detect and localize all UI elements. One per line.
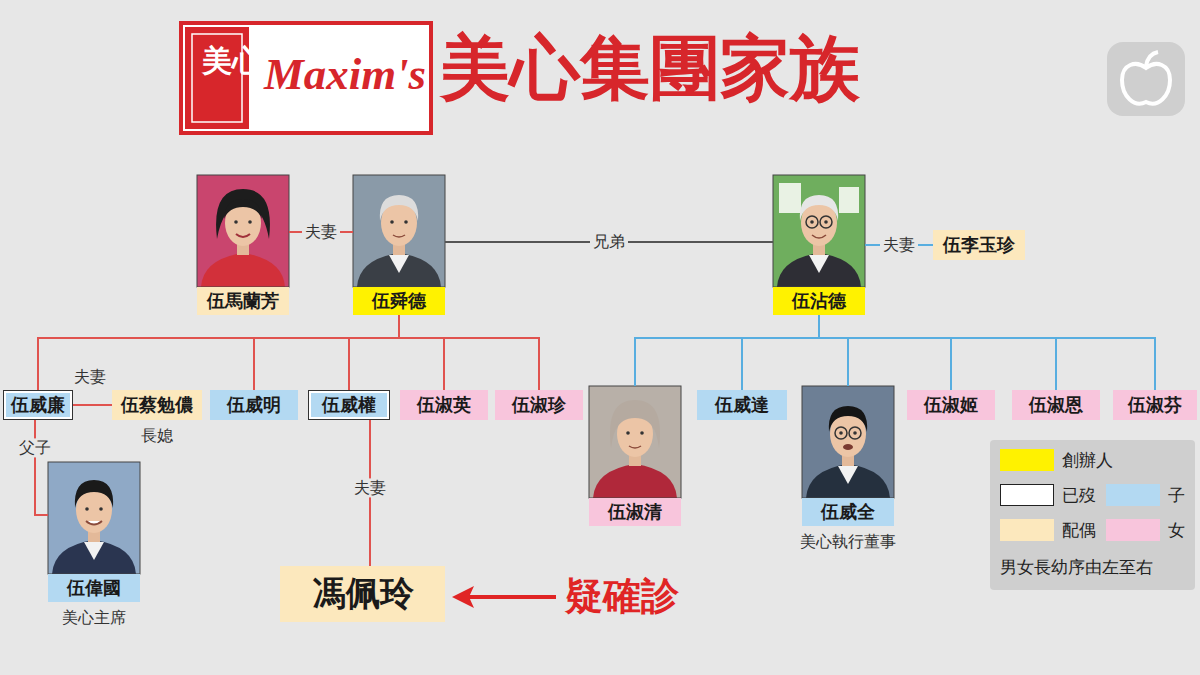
family-connector: [635, 315, 819, 386]
diagram-title: 美心集團家族: [440, 30, 860, 107]
person-name: 伍馬蘭芳: [207, 291, 279, 312]
person-box: 伍威權: [308, 390, 390, 420]
portrait-node: 伍淑清: [589, 386, 681, 526]
relation-label: 夫妻: [351, 478, 389, 497]
family-connector: [742, 315, 819, 390]
person-box: 伍淑姬: [907, 390, 995, 420]
logo-wordmark: Maxim's: [264, 50, 426, 99]
legend-swatch: [1000, 484, 1054, 506]
person-name: 馮佩玲: [312, 574, 414, 613]
person-name: 伍威明: [227, 395, 281, 416]
relation-label: 夫妻: [71, 367, 109, 386]
person-name: 伍淑芬: [1128, 395, 1182, 416]
name-band: 伍威全: [802, 498, 894, 526]
portrait-node: 伍舜德: [353, 175, 445, 315]
legend-text: 已歿: [1062, 485, 1096, 505]
person-box: 伍淑珍: [495, 390, 583, 420]
legend-text: 創辦人: [1062, 450, 1113, 470]
legend-text: 女: [1168, 520, 1185, 540]
relation-label: 夫妻: [880, 235, 918, 254]
family-connector: [254, 315, 399, 390]
person-name: 伍沾德: [792, 291, 846, 312]
person-name: 伍淑恩: [1029, 395, 1083, 416]
person-name: 伍威權: [322, 395, 376, 416]
person-name: 伍淑英: [417, 395, 471, 416]
person-name: 伍舜德: [372, 291, 426, 312]
family-connector: [38, 315, 399, 390]
person-name: 伍威廉: [11, 395, 65, 416]
person-name: 伍偉國: [67, 578, 121, 599]
portrait-photo: [589, 386, 681, 498]
person-name: 伍淑珍: [512, 395, 566, 416]
family-connector: [819, 315, 848, 386]
legend-text: 配偶: [1062, 520, 1096, 540]
legend-swatch: [1106, 484, 1160, 506]
person-box: 伍威達: [697, 390, 787, 420]
role-caption: 長媳: [141, 426, 173, 445]
legend-swatch: [1000, 449, 1054, 471]
legend-note: 男女長幼序由左至右: [1000, 557, 1153, 577]
person-box: 馮佩玲: [280, 566, 445, 622]
person-box: 伍威明: [210, 390, 298, 420]
legend-swatch: [1106, 519, 1160, 541]
name-band: 伍沾德: [773, 287, 865, 315]
portrait-photo: [773, 175, 865, 287]
portrait-photo: [197, 175, 289, 287]
person-box: 伍蔡勉儂長媳: [112, 390, 202, 420]
person-box: 伍淑英: [400, 390, 488, 420]
callout-note: 疑確診: [565, 575, 679, 619]
name-band: 伍淑清: [589, 498, 681, 526]
person-box: 伍淑恩: [1012, 390, 1100, 420]
role-caption: 美心主席: [62, 608, 126, 627]
person-name: 伍蔡勉儂: [121, 395, 193, 416]
name-band: 伍馬蘭芳: [197, 287, 289, 315]
family-connector: [349, 315, 399, 390]
portrait-photo: [802, 386, 894, 498]
person-name: 伍威達: [715, 395, 769, 416]
person-name: 伍李玉珍: [943, 235, 1015, 256]
family-connector: [819, 315, 951, 390]
person-name: 伍威全: [821, 502, 875, 523]
legend-text: 子: [1168, 485, 1185, 505]
portrait-photo: [353, 175, 445, 287]
person-box: 伍威廉: [3, 390, 73, 420]
family-connector: [819, 315, 1056, 390]
legend-panel: [990, 440, 1195, 590]
callout-arrow: [452, 586, 556, 608]
portrait-photo: [48, 462, 140, 574]
portrait-node: 伍沾德: [773, 175, 865, 315]
family-connector: [399, 315, 539, 390]
family-connector: [399, 315, 444, 390]
name-band: 伍偉國: [48, 574, 140, 602]
relation-label: 夫妻: [302, 222, 340, 241]
portrait-node: 伍馬蘭芳: [197, 175, 289, 315]
person-name: 伍淑姬: [924, 395, 978, 416]
person-name: 伍淑清: [608, 502, 662, 523]
name-band: 伍舜德: [353, 287, 445, 315]
family-connector: [73, 404, 112, 406]
legend-swatch: [1000, 519, 1054, 541]
person-box: 伍淑芬: [1113, 390, 1197, 420]
portrait-node: 伍威全美心執行董事: [802, 386, 894, 526]
relation-label: 兄弟: [590, 232, 628, 251]
person-box: 伍李玉珍: [933, 230, 1025, 260]
portrait-node: 伍偉國美心主席: [48, 462, 140, 602]
logo-mark: 美心: [202, 44, 232, 77]
apple-icon: [1107, 42, 1185, 116]
family-connector: [35, 420, 48, 515]
role-caption: 美心執行董事: [800, 532, 896, 551]
family-connector: [819, 315, 1155, 390]
logo-frame: [181, 23, 431, 133]
relation-label: 父子: [16, 438, 54, 457]
